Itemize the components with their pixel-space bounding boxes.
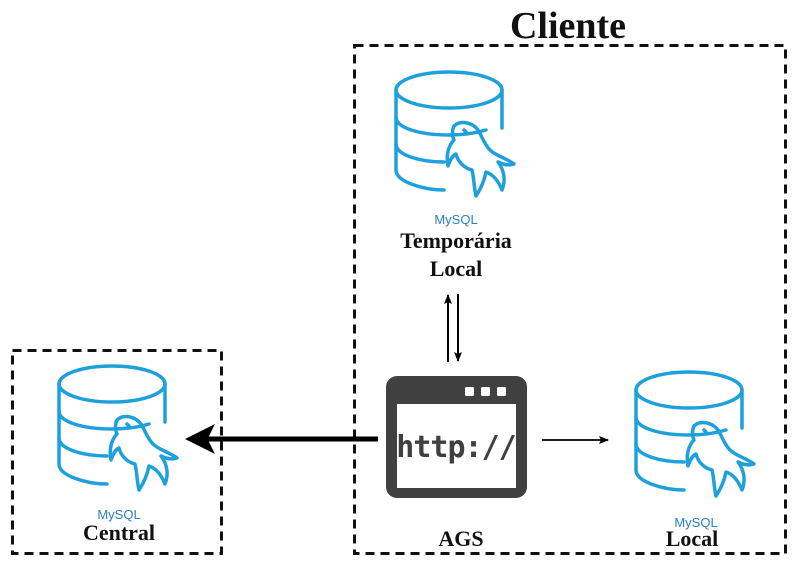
temporaria-mysql-brand: MySQL	[434, 212, 477, 227]
local-label: Local	[666, 526, 719, 551]
local-mysql-brand: MySQL	[674, 515, 717, 530]
ags-screen-text: http://	[396, 430, 515, 465]
central-db-icon	[57, 364, 179, 492]
ags-label: AGS	[438, 526, 483, 551]
central-label: Central	[83, 520, 155, 545]
temporaria-db-icon	[394, 70, 516, 198]
ags-browser-icon: http://	[386, 376, 527, 498]
central-mysql-brand: MySQL	[97, 507, 140, 522]
central-boundary	[11, 349, 223, 555]
temporaria-label-line2: Local	[430, 256, 483, 281]
temporaria-label-line1: Temporária	[400, 228, 512, 253]
cliente-title: Cliente	[510, 5, 626, 47]
local-db-icon	[634, 370, 756, 498]
cliente-boundary	[353, 44, 787, 555]
